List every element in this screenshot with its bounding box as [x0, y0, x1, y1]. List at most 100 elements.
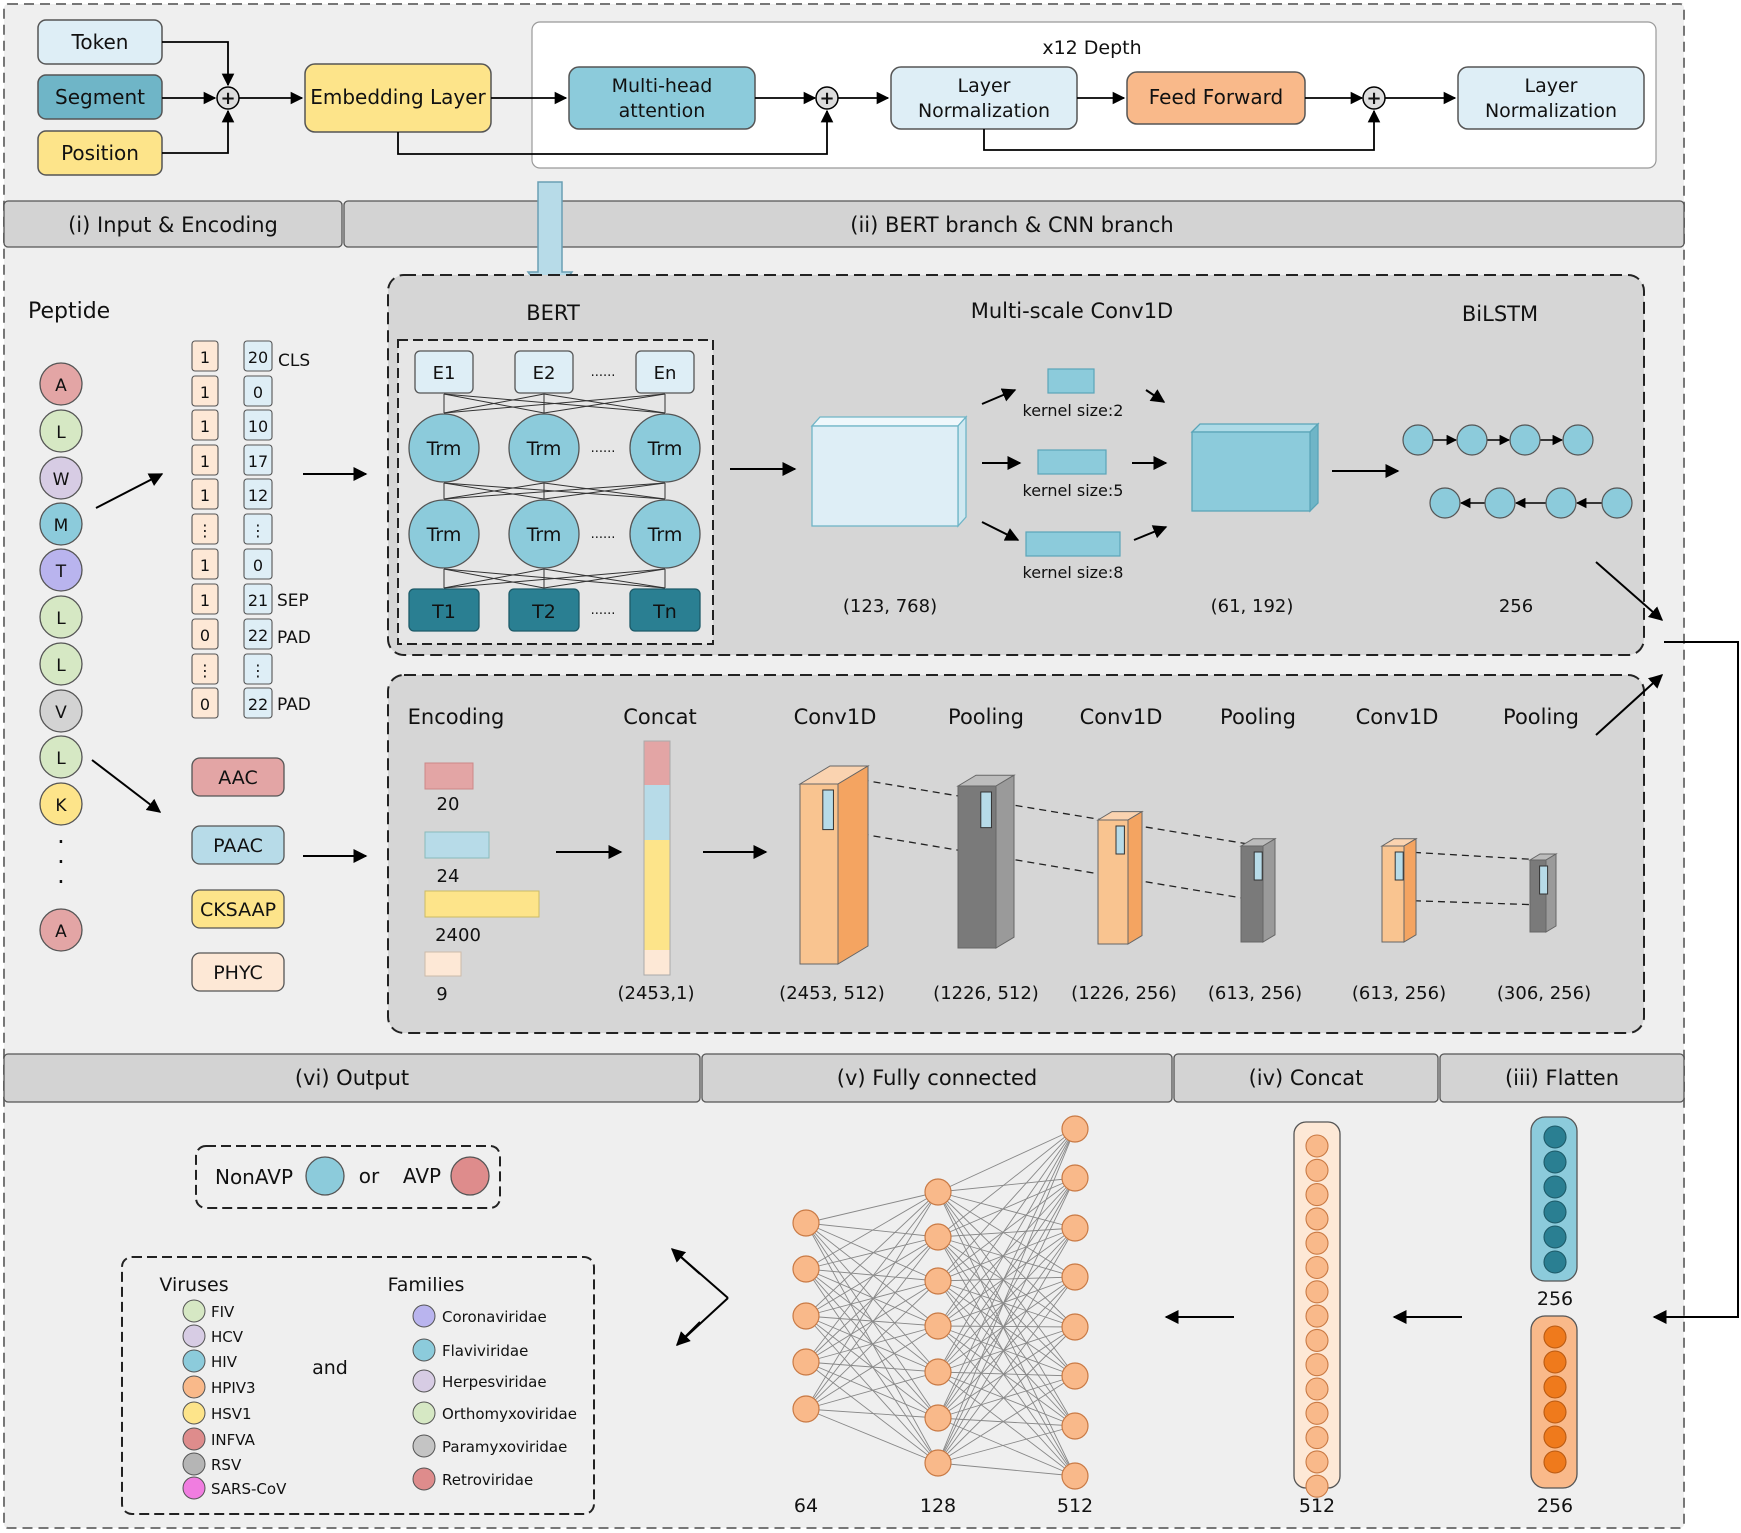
- residue-label: L: [56, 423, 66, 443]
- virus-label: HSV1: [211, 1405, 252, 1423]
- residue-label: A: [55, 376, 67, 396]
- family-swatch: [412, 1369, 436, 1393]
- kernel-label-8: kernel size:8: [1023, 563, 1124, 582]
- segment-value: 1: [200, 417, 210, 436]
- fc-dim-64: 64: [794, 1495, 818, 1517]
- concat-node: [1305, 1377, 1329, 1401]
- bert-output-label: Tn: [652, 601, 677, 623]
- token-id-value: 22: [248, 626, 268, 645]
- mha-line2: attention: [619, 100, 706, 122]
- transformer-label: Trm: [426, 438, 462, 460]
- flatten-cnn-node: [1543, 1350, 1567, 1374]
- transformer-node: [408, 413, 480, 483]
- fc-node-layer-2: [924, 1449, 952, 1477]
- fc-node-layer-3: [1061, 1214, 1089, 1242]
- bert-embedding-label: E1: [433, 363, 456, 384]
- kernel-label-2: kernel size:2: [1023, 401, 1124, 420]
- feature-phyc-box: [191, 952, 285, 992]
- avp-circle: [450, 1156, 490, 1196]
- fc-node-layer-2: [924, 1358, 952, 1386]
- token-id-cell: [243, 375, 273, 407]
- segment-cell: [191, 618, 219, 650]
- avp-label: AVP: [403, 1164, 441, 1188]
- transformer-node: [508, 499, 580, 569]
- fc-node-layer-3: [1061, 1412, 1089, 1440]
- fc-node-layer-3: [1061, 1263, 1089, 1291]
- segment-value: 1: [200, 452, 210, 471]
- bert-output-label: T2: [531, 601, 556, 623]
- bilstm-dim: 256: [1499, 596, 1533, 617]
- fc-node-layer-1: [792, 1348, 820, 1376]
- segment-cell: [191, 653, 219, 685]
- cnn-layer-shape: (306, 256): [1497, 983, 1591, 1004]
- flatten-cnn-node: [1543, 1425, 1567, 1449]
- bilstm-backward-node: [1601, 487, 1633, 519]
- bert-output-t1: [408, 588, 480, 632]
- fc-node-layer-3: [1061, 1164, 1089, 1192]
- token-id-value: 20: [248, 348, 268, 367]
- flatten-cnn-node: [1543, 1325, 1567, 1349]
- concat-node: [1305, 1474, 1329, 1498]
- bilstm-title: BiLSTM: [1462, 302, 1538, 326]
- fc-node-layer-2: [924, 1267, 952, 1295]
- bert-embedding-en: [635, 350, 695, 394]
- transformer-label: Trm: [526, 524, 562, 546]
- section-bar-input: [3, 200, 343, 248]
- residue-label: M: [54, 516, 69, 536]
- segment-value: 1: [200, 348, 210, 367]
- conv-output-shape: (61, 192): [1211, 596, 1294, 617]
- conv-input-shape: (123, 768): [843, 596, 937, 617]
- fc-node-layer-2: [924, 1404, 952, 1432]
- token-id-value: ⋮: [250, 661, 266, 680]
- concat-node: [1305, 1158, 1329, 1182]
- bilstm-forward-node: [1456, 424, 1488, 456]
- family-label: Paramyxoviridae: [442, 1438, 567, 1456]
- transformer-label: Trm: [526, 438, 562, 460]
- concat-node: [1305, 1450, 1329, 1474]
- token-id-cell: [243, 687, 273, 719]
- legend-items: FIVHCVHIVHPIV3HSV1INFVARSVSARS-CoVCorona…: [182, 1299, 577, 1500]
- token-id-cell: [243, 409, 273, 441]
- virus-label: FIV: [211, 1303, 235, 1321]
- family-swatch: [412, 1434, 436, 1458]
- residue-circle: [39, 908, 83, 952]
- peptide-ellipsis: ·: [57, 828, 65, 856]
- segment-value: 0: [200, 695, 210, 714]
- token-id-value: 21: [248, 591, 268, 610]
- peptide-title: Peptide: [28, 299, 110, 324]
- cnn-layer-title: Pooling: [1220, 705, 1296, 729]
- mha-line1: Multi-head: [612, 75, 713, 97]
- residue-circle: [39, 548, 83, 592]
- and-label: and: [312, 1357, 348, 1379]
- svg-text:+: +: [819, 88, 834, 109]
- fc-node-layer-1: [792, 1209, 820, 1237]
- residue-label: A: [55, 922, 67, 942]
- concat-shape: (2453,1): [617, 983, 694, 1004]
- segment-cell: [191, 687, 219, 719]
- section-fc-label: (v) Fully connected: [837, 1066, 1037, 1090]
- flatten-bert-node: [1543, 1250, 1567, 1274]
- peptide-ellipsis: ·: [57, 848, 65, 876]
- token-id-cell: [243, 583, 273, 615]
- enc-dim-2400: 2400: [435, 925, 481, 946]
- tag-cls: CLS: [278, 351, 310, 371]
- residue-circle: [39, 456, 83, 500]
- virus-swatch: [182, 1324, 206, 1348]
- segment-cell: [191, 548, 219, 580]
- concat-nodes: [1305, 1134, 1329, 1498]
- residue-label: L: [56, 749, 66, 769]
- concat-node: [1305, 1353, 1329, 1377]
- section-bar-bert-cnn: [343, 200, 1685, 248]
- cnn-layer-6-pooling: [1528, 853, 1558, 933]
- family-label: Coronaviridae: [442, 1308, 547, 1326]
- cnn-layer-title: Pooling: [1503, 705, 1579, 729]
- token-id-cell: [243, 653, 273, 685]
- transformer-label: Trm: [647, 524, 683, 546]
- flatten-bert-node: [1543, 1200, 1567, 1224]
- segment-cell: [191, 340, 219, 372]
- flatten-cnn-node: [1543, 1450, 1567, 1474]
- concat-node: [1305, 1280, 1329, 1304]
- transformer-node: [629, 413, 701, 483]
